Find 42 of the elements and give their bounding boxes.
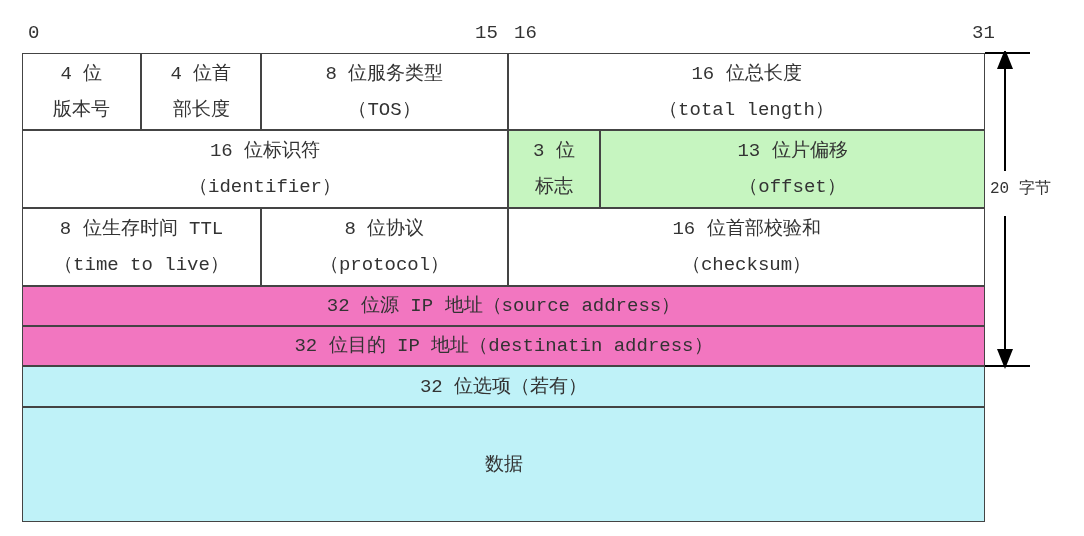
field-label: （offset） [739,175,846,200]
header-field [261,208,508,286]
header-field [141,53,261,130]
field-label: （total length） [659,97,834,123]
field-label: 8 位协议 [344,217,425,242]
header-field [22,53,141,130]
field-label: 标志 [535,175,573,200]
header-field [22,286,985,326]
field-label: （time to live） [54,253,229,278]
field-label: 32 位源 IP 地址（source address） [326,294,681,319]
field-label: （TOS） [348,97,421,123]
field-label: 8 位生存时间 TTL [59,217,224,242]
bit-number: 16 [514,22,537,44]
header-field [261,53,508,130]
header-field [508,208,985,286]
field-label: 8 位服务类型 [325,61,444,87]
field-label: 部长度 [172,97,230,123]
header-field [508,53,985,130]
bit-number: 0 [28,22,40,44]
field-label: 16 位总长度 [691,61,802,87]
header-field [22,130,508,208]
bit-number: 31 [972,22,995,44]
field-label: （protocol） [319,253,450,278]
header-field [508,130,600,208]
field-label: （checksum） [681,253,812,278]
header-field [22,208,261,286]
field-label: 32 位选项（若有） [419,374,588,400]
header-field [600,130,985,208]
field-label: 16 位标识符 [209,139,321,164]
bit-number: 15 [475,22,498,44]
field-label: 13 位片偏移 [737,139,848,164]
header-field [22,366,985,407]
header-field [22,407,985,522]
field-label: 版本号 [53,97,110,123]
field-label: 数据 [484,452,523,478]
field-label: 16 位首部校验和 [672,217,821,242]
field-label: 4 位首 [170,61,232,87]
field-label: （identifier） [189,175,341,200]
field-label: 32 位目的 IP 地址（destinatin address） [294,334,713,359]
header-field [22,326,985,366]
field-label: 4 位 [60,61,103,87]
field-label: 3 位 [533,139,575,164]
